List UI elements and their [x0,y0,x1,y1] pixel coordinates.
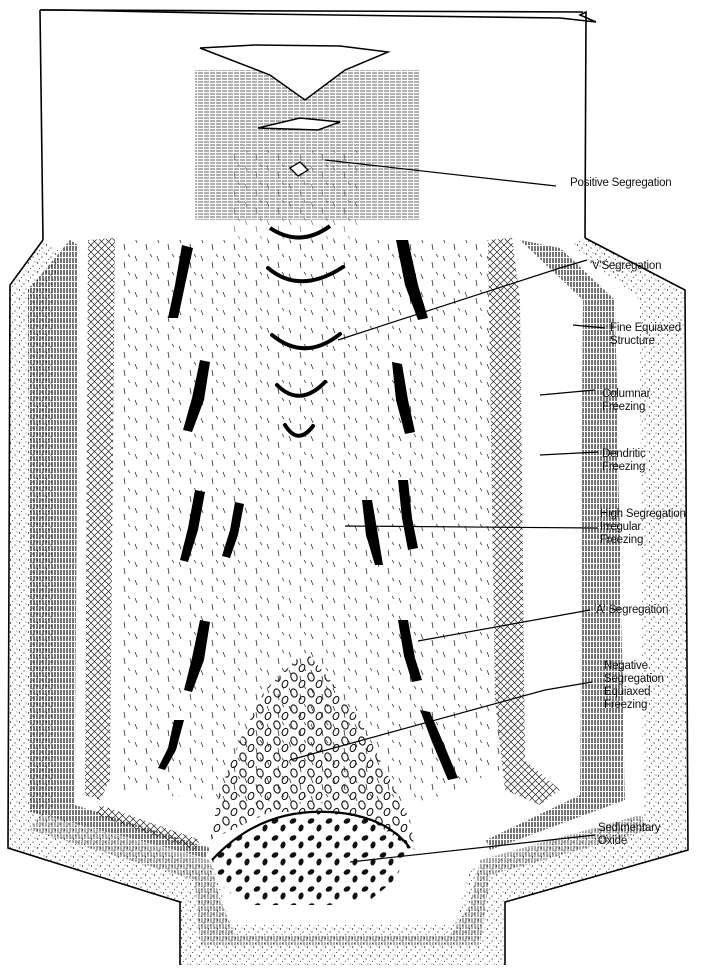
label-fine-equiaxed-structure: Fine Equiaxed Structure [610,322,681,348]
label-negative-segregation-equiaxed-freezing: Negative Segregation Equiaxed Freezing [604,660,664,712]
label-sedimentary-oxide: Sedimentary Oxide [598,822,660,848]
label-v-segregation: 'V'Segregation [590,260,661,273]
dendritic-band-left [85,238,115,800]
label-high-segregation-irregular-freezing: High Segregation Irregular Freezing [600,508,686,547]
label-positive-segregation: Positive Segregation [570,177,671,190]
label-dendritic-freezing: Dendritic Freezing [602,448,646,474]
label-columnar-freezing: Columnar Freezing [602,388,650,414]
ingot-top-left-wall [40,10,43,240]
label-a-segregation: 'A' Segregation [594,604,668,617]
